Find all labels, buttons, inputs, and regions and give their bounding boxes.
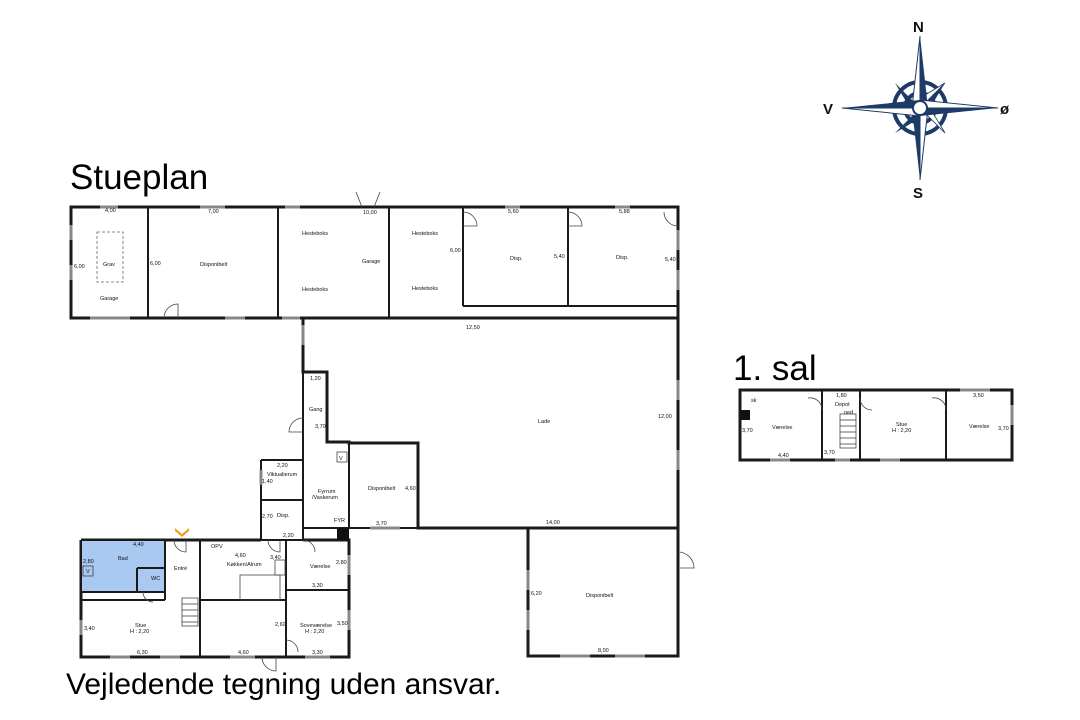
dimension-label: 2,80 xyxy=(83,559,94,565)
dimension-label: 2,20 xyxy=(283,533,294,539)
dimension-label: 1,80 xyxy=(836,393,847,399)
ground-floor-title: Stueplan xyxy=(70,158,209,197)
room-label-wc: WC xyxy=(151,576,160,582)
room-label-disponibelt-mid: Disponibelt xyxy=(368,486,396,492)
room-label-grav: Grav xyxy=(103,262,115,268)
dimension-label: 7,00 xyxy=(208,209,219,215)
room-label-disp-small: Disp. xyxy=(277,513,290,519)
dimension-label: 6,20 xyxy=(531,591,542,597)
dimension-label: 3,40 xyxy=(270,555,281,561)
dimension-label: 3,30 xyxy=(312,650,323,656)
room-label-viktualierum: Viktualierum xyxy=(267,472,298,478)
dimension-label: 3,40 xyxy=(84,626,95,632)
room-label-v-2: V xyxy=(86,569,90,575)
room-label-fyrrum: Fyrrum xyxy=(318,489,336,495)
compass-rose: N S V ø xyxy=(823,19,1010,202)
room-label-lade: Lade xyxy=(538,419,550,425)
dimension-label: 2,70 xyxy=(262,514,273,520)
doors xyxy=(142,191,695,672)
dimension-label: 3,50 xyxy=(973,393,984,399)
bathroom-fill xyxy=(82,541,165,592)
dimension-label: 2,80 xyxy=(336,560,347,566)
room-label-koekken: Køkken/Alrum xyxy=(227,562,262,568)
dimension-label: 10,00 xyxy=(363,210,377,216)
dimension-label: 4,00 xyxy=(105,208,116,214)
dimension-label: 3,30 xyxy=(312,583,323,589)
dimension-label: 3,70 xyxy=(998,426,1009,432)
room-label-depot: Depot xyxy=(835,402,850,408)
room-label-fyr: FYR xyxy=(334,518,345,524)
first-floor-title: 1. sal xyxy=(733,349,817,388)
room-label-vaerelse-sal-1: Værelse xyxy=(772,425,792,431)
room-label-stue-sal-height: H : 2,20 xyxy=(892,428,911,434)
windows xyxy=(69,205,680,659)
room-label-vaskerum: /Vaskerum xyxy=(312,495,338,501)
dimension-label: 6,00 xyxy=(450,248,461,254)
room-label-vaerelse-ground: Værelse xyxy=(310,564,330,570)
room-label-v-1: V xyxy=(339,456,343,462)
room-label-sovevaerelse: Soveværelse xyxy=(300,623,332,629)
room-label-hesteboks-3: Hesteboks xyxy=(412,231,438,237)
room-label-stue-ground: Stue xyxy=(135,623,146,629)
dimension-label: 1,20 xyxy=(310,376,321,382)
dimension-label: 5,88 xyxy=(619,209,630,215)
first-floor-walls xyxy=(738,388,1014,462)
room-label-hesteboks-1: Hesteboks xyxy=(302,231,328,237)
dimension-label: 4,40 xyxy=(133,542,144,548)
room-label-disp-2: Disp. xyxy=(616,255,629,261)
room-label-sk: sk xyxy=(751,398,757,404)
room-label-disponibelt-top: Disponibelt xyxy=(200,262,228,268)
room-label-hesteboks-2: Hesteboks xyxy=(302,287,328,293)
dimension-label: 8,00 xyxy=(598,648,609,654)
dimension-label: 5,40 xyxy=(554,254,565,260)
dimension-label: 3,50 xyxy=(337,621,348,627)
room-label-disp-1: Disp. xyxy=(510,256,523,262)
dimension-label: 4,40 xyxy=(778,453,789,459)
room-label-ned: ned xyxy=(844,410,853,416)
dimension-label: 4,60 xyxy=(238,650,249,656)
entrance-arrow-icon xyxy=(175,528,189,537)
dimension-label: 3,70 xyxy=(742,428,753,434)
dimension-label: 1,40 xyxy=(262,479,273,485)
room-label-sovevaerelse-height: H : 2,20 xyxy=(305,629,324,635)
room-label-opv: OPV xyxy=(211,544,223,550)
dimension-label: 12,00 xyxy=(658,414,672,420)
room-label-entre: Entré xyxy=(174,566,187,572)
room-label-disponibelt-big: Disponibelt xyxy=(586,593,614,599)
room-label-hesteboks-4: Hesteboks xyxy=(412,286,438,292)
dimension-labels: 4,00 6,00 7,00 6,00 10,00 6,00 5,60 5,40… xyxy=(74,208,1009,656)
dimension-label: 5,60 xyxy=(508,209,519,215)
dimension-label: 6,00 xyxy=(74,264,85,270)
dimension-label: 2,20 xyxy=(277,463,288,469)
room-label-gang: Gang xyxy=(309,407,322,413)
compass-north: N xyxy=(913,19,924,36)
room-label-garage-left: Garage xyxy=(100,296,118,302)
room-label-stue-sal: Stue xyxy=(896,422,907,428)
dimension-label: 3,70 xyxy=(376,521,387,527)
room-label-bad: Bad xyxy=(118,556,128,562)
room-label-vaerelse-sal-2: Værelse xyxy=(969,424,989,430)
compass-west: V xyxy=(823,101,833,118)
room-label-stue-ground-height: H : 2,20 xyxy=(130,629,149,635)
ground-floor-walls xyxy=(69,205,680,659)
dimension-label: 4,60 xyxy=(235,553,246,559)
dimension-label: 3,70 xyxy=(824,450,835,456)
compass-south: S xyxy=(913,185,923,202)
dimension-label: 3,70 xyxy=(315,424,326,430)
dimension-label: 6,30 xyxy=(137,650,148,656)
compass-east: ø xyxy=(1000,101,1010,118)
room-labels: Grav Garage Disponibelt Hesteboks Hesteb… xyxy=(86,231,989,635)
room-label-garage-mid: Garage xyxy=(362,259,380,265)
dimension-label: 12,50 xyxy=(466,325,480,331)
dimension-label: 6,00 xyxy=(150,261,161,267)
dimension-label: 14,00 xyxy=(546,520,560,526)
disclaimer-text: Vejledende tegning uden ansvar. xyxy=(66,668,502,701)
dimension-label: 4,60 xyxy=(405,486,416,492)
dimension-label: 5,40 xyxy=(665,257,676,263)
dimension-label: 2,60 xyxy=(275,622,286,628)
